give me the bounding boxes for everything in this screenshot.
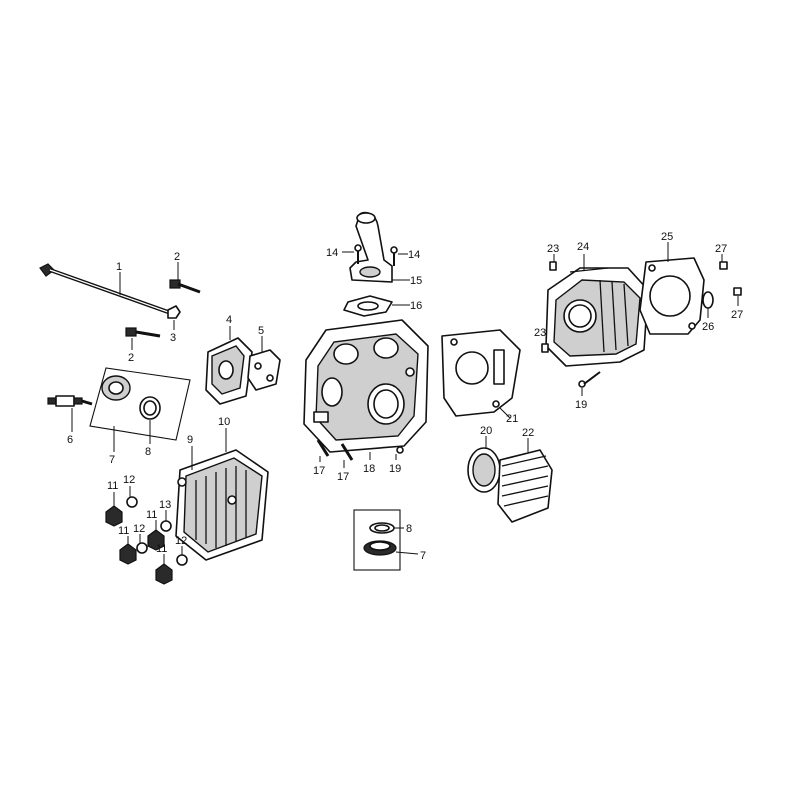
callout-4: 4 <box>226 314 232 326</box>
nut-part-3 <box>167 305 181 330</box>
callout-11-d: 11 <box>156 543 167 555</box>
callout-1: 1 <box>116 261 122 273</box>
callout-11-b: 11 <box>146 509 157 521</box>
callout-17-left: 17 <box>313 465 325 477</box>
callout-21: 21 <box>506 413 518 425</box>
callout-12-c: 12 <box>175 535 187 547</box>
bolt-part-2-upper <box>169 262 201 294</box>
callout-7-left: 7 <box>109 454 115 466</box>
stud-bolt-part-1 <box>39 263 169 314</box>
callout-9: 9 <box>187 434 193 446</box>
callout-16: 16 <box>410 300 422 312</box>
intake-pipe-part-15 <box>349 211 410 283</box>
callout-22: 22 <box>522 427 534 439</box>
seal-kit-frame-left <box>89 367 191 452</box>
callout-2-lower: 2 <box>128 352 134 364</box>
bolt-part-2-lower <box>125 327 161 350</box>
callout-15: 15 <box>410 275 422 287</box>
callout-24: 24 <box>577 241 589 253</box>
gasket-part-5 <box>247 336 281 391</box>
callout-6: 6 <box>67 434 73 446</box>
cylinder-block-part-24 <box>545 254 649 367</box>
cylinder-head-part-18 <box>303 319 429 460</box>
callout-12-a: 12 <box>123 474 135 486</box>
dowel-pin-part-23-upper <box>549 254 557 271</box>
callout-11-a: 11 <box>107 480 118 492</box>
callout-5: 5 <box>258 325 264 337</box>
intake-gasket-part-16 <box>343 295 410 317</box>
bolt-part-19-block <box>578 371 601 396</box>
callout-19-block: 19 <box>575 399 587 411</box>
callout-labels: 1 2 3 2 4 5 6 7 8 9 10 11 12 13 11 12 11… <box>67 231 743 562</box>
dowel-pin-part-27-lower <box>733 287 742 306</box>
nuts-and-washers-group <box>105 486 188 585</box>
stud-part-17-right <box>340 443 354 468</box>
cylinder-part-22 <box>497 438 553 523</box>
callout-26: 26 <box>702 321 714 333</box>
callout-14-right: 14 <box>408 249 420 261</box>
head-gasket-part-21 <box>441 329 521 419</box>
callout-17-right: 17 <box>337 471 349 483</box>
callout-20: 20 <box>480 425 492 437</box>
spark-plug-part-6 <box>47 395 93 432</box>
o-ring-part-26 <box>702 291 714 318</box>
base-gasket-part-25 <box>639 242 705 335</box>
cover-plate-part-4 <box>205 326 253 405</box>
gasket-part-20 <box>467 436 501 493</box>
callout-14-left: 14 <box>326 247 338 259</box>
callout-27-upper: 27 <box>715 243 727 255</box>
callout-8-left: 8 <box>145 446 151 458</box>
callout-19-head: 19 <box>389 463 401 475</box>
seal-kit-frame-center <box>353 509 419 571</box>
stud-part-17-left <box>316 439 330 462</box>
bolt-part-14-right <box>390 246 408 266</box>
bolt-part-14-left <box>342 244 362 264</box>
callout-23-upper: 23 <box>547 243 559 255</box>
callout-3: 3 <box>170 332 176 344</box>
head-cover-part-9 <box>175 428 269 561</box>
callout-25: 25 <box>661 231 673 243</box>
callout-7-center: 7 <box>420 550 426 562</box>
callout-12-b: 12 <box>133 523 145 535</box>
dowel-pin-part-23-lower <box>541 343 549 353</box>
callout-2-upper: 2 <box>174 251 180 263</box>
callout-18: 18 <box>363 463 375 475</box>
callout-23-lower: 23 <box>534 327 546 339</box>
dowel-pin-part-27-upper <box>719 254 728 270</box>
callout-11-c: 11 <box>118 525 129 537</box>
callout-13: 13 <box>159 499 171 511</box>
callout-27-lower: 27 <box>731 309 743 321</box>
callout-8-center: 8 <box>406 523 412 535</box>
bolt-part-19-head <box>395 446 404 460</box>
callout-10: 10 <box>218 416 230 428</box>
